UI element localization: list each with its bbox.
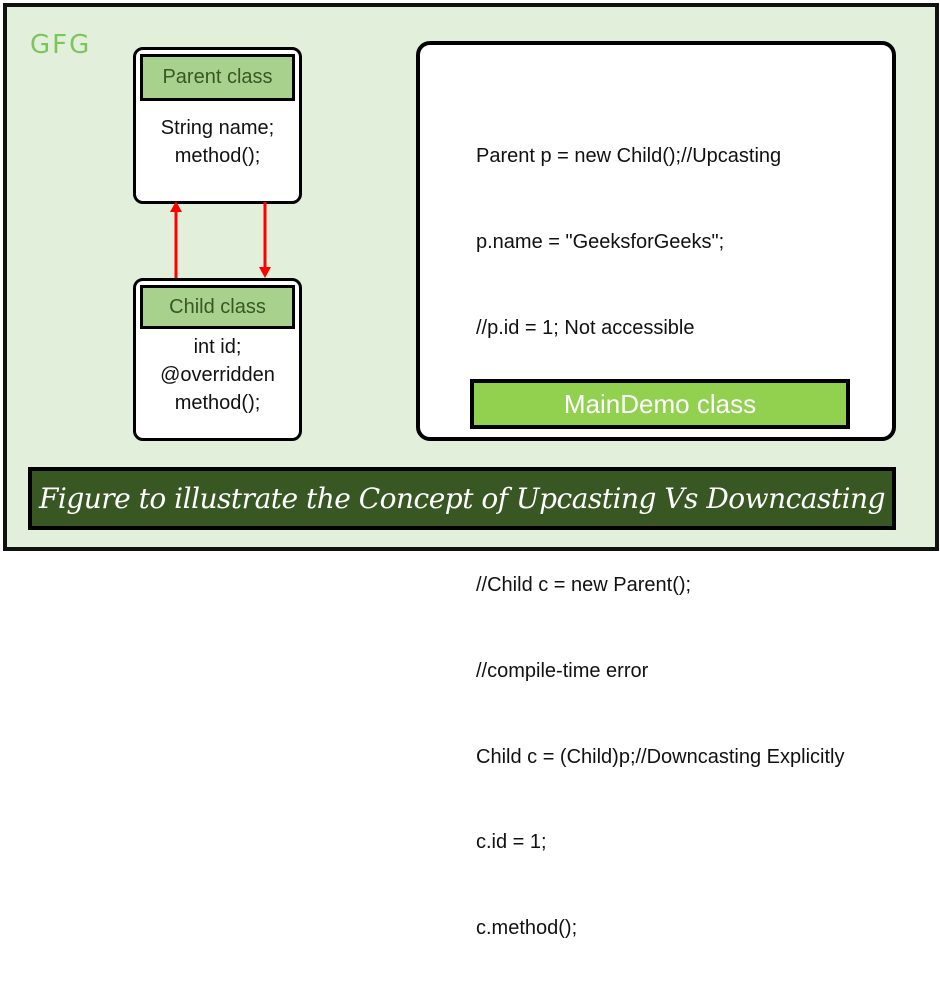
code-line: c.method(); <box>476 917 578 940</box>
code-line: //compile-time error <box>476 659 649 682</box>
parent-member-method: method(); <box>174 145 261 167</box>
parent-class-header: Parent class <box>140 54 295 101</box>
child-member-annotation: @overridden <box>160 364 275 386</box>
code-block: Parent p = new Child();//Upcasting p.nam… <box>476 85 844 1000</box>
code-line: p.name = "GeeksforGeeks"; <box>476 230 725 253</box>
parent-member-name: String name; <box>160 117 275 139</box>
code-line: c.id = 1; <box>476 831 547 854</box>
main-demo-box: Parent p = new Child();//Upcasting p.nam… <box>416 41 896 939</box>
child-class-members: int id; @overridden method(); <box>136 333 299 417</box>
figure-caption: Figure to illustrate the Concept of Upca… <box>28 467 896 530</box>
parent-class-members: String name; method(); <box>136 114 299 170</box>
downcast-arrow-icon <box>259 202 271 278</box>
child-class-header: Child class <box>140 285 295 329</box>
code-line: Parent p = new Child();//Upcasting <box>476 145 782 168</box>
child-member-id: int id; <box>193 336 242 358</box>
upcast-arrow-icon <box>170 201 182 280</box>
child-class-box: Child class int id; @overridden method()… <box>133 278 302 441</box>
gfg-logo: GFG <box>30 30 92 60</box>
code-line: Child c = (Child)p;//Downcasting Explici… <box>476 745 845 768</box>
parent-class-box: Parent class String name; method(); <box>133 47 302 204</box>
code-line: //Child c = new Parent(); <box>476 574 692 597</box>
main-demo-label: MainDemo class <box>470 379 850 429</box>
child-member-method: method(); <box>174 392 261 414</box>
code-line: //p.id = 1; Not accessible <box>476 316 695 339</box>
